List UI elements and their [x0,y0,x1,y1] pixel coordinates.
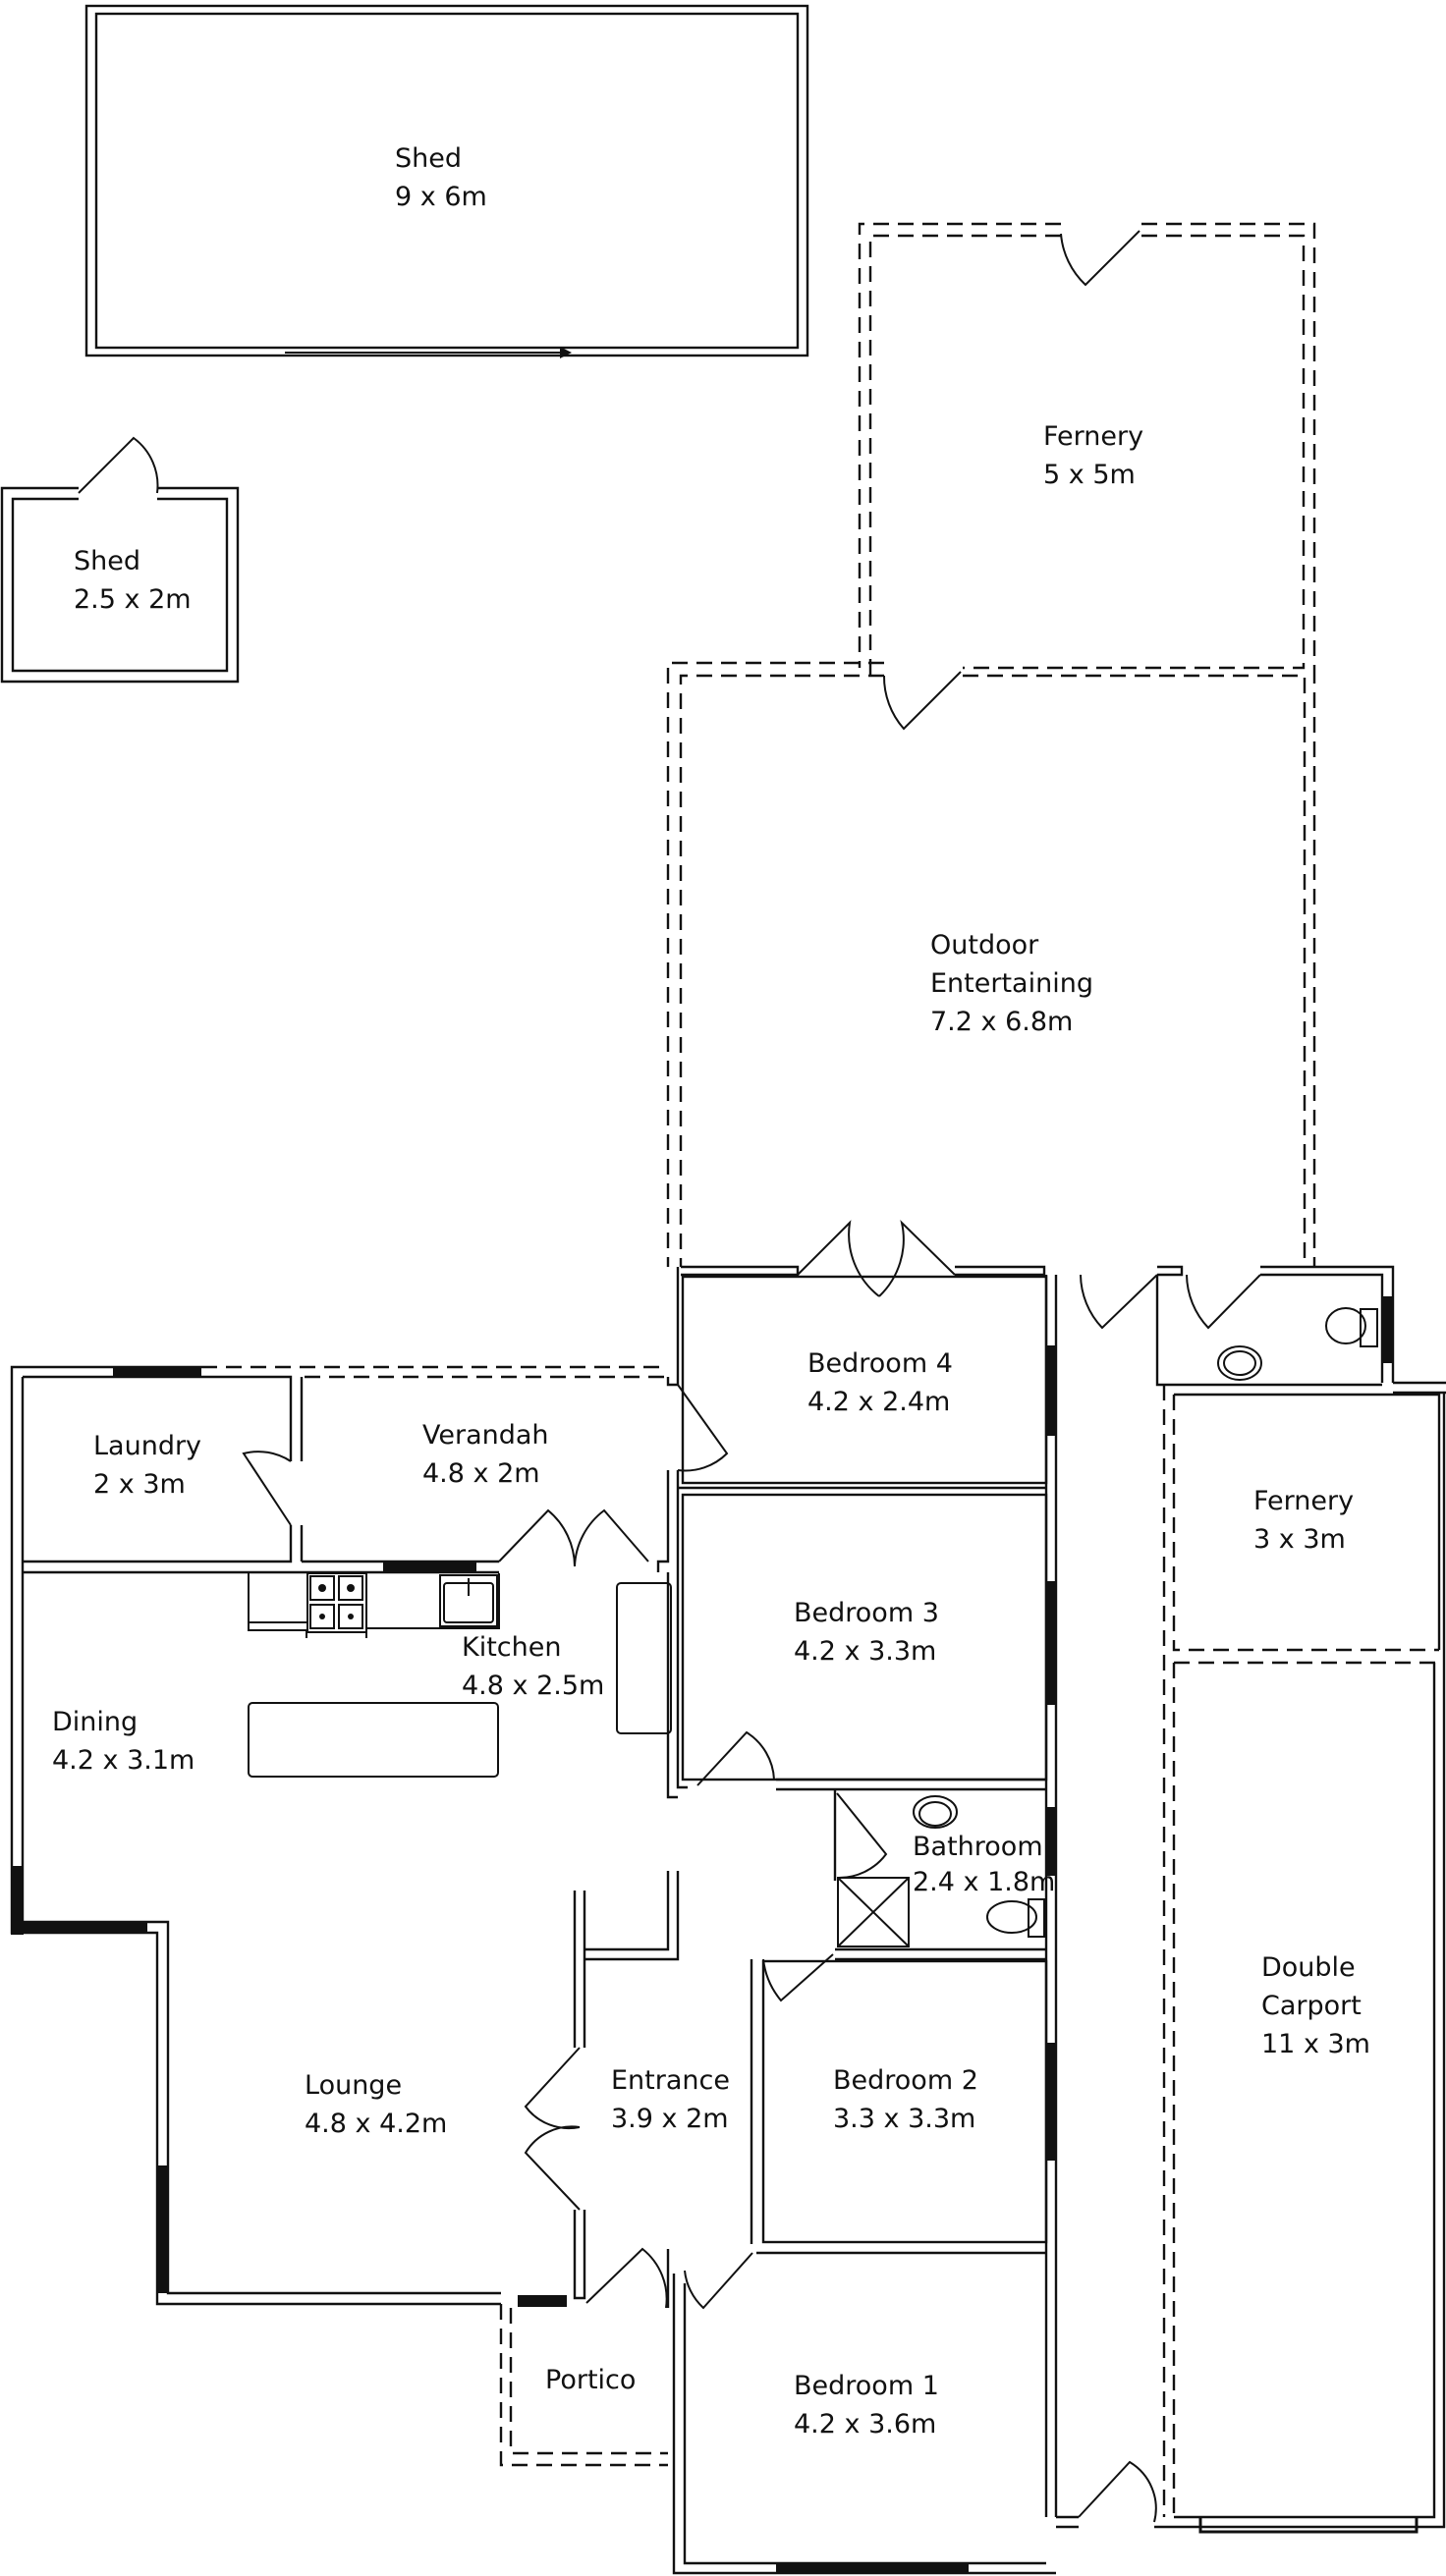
laundry-size: 2 x 3m [93,1469,186,1500]
kitchen-size: 4.8 x 2.5m [462,1671,604,1701]
kitchen-bench [248,1572,672,1778]
entrance-name: Entrance [611,2065,730,2096]
lounge-size: 4.8 x 4.2m [305,2109,447,2139]
bedroom3-size: 4.2 x 3.3m [794,1636,936,1667]
entrance-size: 3.9 x 2m [611,2104,729,2134]
kitchen-name: Kitchen [462,1632,561,1663]
room-name: Portico [545,2365,636,2395]
room-size: 2.5 x 2m [74,584,192,615]
portico: Portico [499,2304,668,2467]
room-name: Fernery [1253,1486,1354,1516]
double-carport: Double Carport 11 x 3m [1154,1393,1446,2534]
island-bench [248,1702,499,1778]
toilet-icon [1325,1307,1378,1347]
laundry-name: Laundry [93,1431,201,1461]
sliding-door-icon [285,347,572,358]
cooktop-icon [309,1575,363,1629]
door-swing-icon [882,671,962,731]
dining-name: Dining [52,1707,138,1737]
lounge-name: Lounge [305,2070,402,2101]
bedroom4-name: Bedroom 4 [807,1348,953,1379]
bedroom1-name: Bedroom 1 [794,2371,939,2401]
garage-door-icon [1198,2517,1418,2534]
verandah-name: Verandah [422,1420,549,1451]
door-swing-icon [1060,230,1140,287]
toilet-icon [986,1898,1045,1938]
shed-large: Shed 9 x 6m [84,4,809,358]
door-swing-icon [78,436,159,494]
room-name: Outdoor [930,930,1039,960]
house-walls [10,1265,1446,2575]
bench [616,1582,672,1734]
bedroom4-size: 4.2 x 2.4m [807,1387,950,1417]
basin-icon [913,1795,958,1829]
bathroom-size: 2.4 x 1.8m [913,1867,1055,1897]
basin-icon [1217,1345,1262,1381]
shower-icon [837,1877,910,1947]
bedroom2-size: 3.3 x 3.3m [833,2104,975,2134]
room-name: Shed [74,546,140,576]
verandah-size: 4.8 x 2m [422,1458,540,1489]
door-swing-icon [242,1219,1261,2523]
window-icon [11,1296,1394,2574]
bedroom2-name: Bedroom 2 [833,2065,978,2096]
room-name-line2: Carport [1261,1991,1362,2021]
room-name: Double [1261,1952,1356,1983]
bedroom3-name: Bedroom 3 [794,1598,939,1628]
fernery-side: Fernery 3 x 3m [1162,1385,1441,2517]
room-size: 3 x 3m [1253,1524,1346,1555]
room-name-line2: Entertaining [930,968,1093,999]
outdoor-entertaining: Outdoor Entertaining 7.2 x 6.8m [666,661,1316,1267]
bathroom-name: Bathroom [913,1832,1043,1862]
sink-icon [439,1574,498,1627]
room-name: Fernery [1043,421,1143,452]
dining-size: 4.2 x 3.1m [52,1745,195,1776]
shed-small: Shed 2.5 x 2m [0,436,240,684]
room-size: 9 x 6m [395,182,487,212]
room-size: 11 x 3m [1261,2029,1370,2059]
fernery-rear: Fernery 5 x 5m [858,222,1316,678]
bedroom1-size: 4.2 x 3.6m [794,2409,936,2439]
room-size: 7.2 x 6.8m [930,1007,1073,1037]
room-size: 5 x 5m [1043,460,1136,490]
room-name: Shed [395,143,462,174]
